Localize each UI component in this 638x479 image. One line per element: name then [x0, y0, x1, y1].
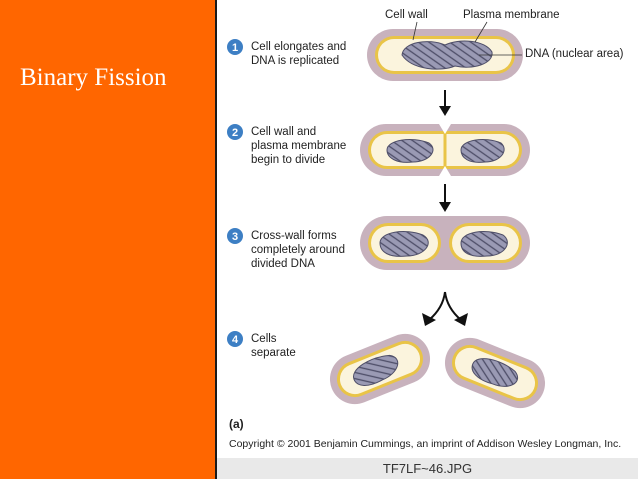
- panel-divider: [215, 0, 217, 479]
- cell-stage-1: [367, 29, 523, 81]
- cell-stage-2: [360, 124, 530, 176]
- arrow-down-2: [439, 184, 451, 212]
- arrow-split: [422, 291, 468, 326]
- step-2-line-1: Cell wall and: [251, 126, 317, 138]
- callout-plasma-membrane: Plasma membrane: [463, 9, 560, 21]
- step-4-line-2: separate: [251, 347, 296, 359]
- step-3-line-1: Cross-wall forms: [251, 230, 337, 242]
- dna-right: [460, 139, 505, 163]
- binary-fission-diagram: 1 2 3 4: [227, 21, 546, 409]
- file-name: TF7LF~46.JPG: [382, 461, 473, 476]
- copyright-notice: Copyright © 2001 Benjamin Cummings, an i…: [229, 438, 622, 450]
- step-2-line-3: begin to divide: [251, 154, 326, 166]
- step-number: 2: [232, 127, 238, 139]
- division-notch-top: [439, 124, 451, 134]
- arrow-down-1: [439, 90, 451, 116]
- step-2-line-2: plasma membrane: [251, 140, 347, 152]
- division-notch-bottom: [439, 166, 451, 176]
- step-badge-1: 1: [227, 39, 243, 55]
- figure-label: (a): [229, 417, 244, 431]
- step-badge-3: 3: [227, 228, 243, 244]
- step-number: 4: [232, 334, 239, 346]
- callout-cell-wall: Cell wall: [385, 9, 428, 21]
- step-number: 1: [232, 42, 238, 54]
- footer-bar: [217, 458, 638, 479]
- cell-wall-leader: [412, 21, 418, 41]
- dna-nuclear-area: [401, 40, 493, 70]
- plasma-membrane-leader: [474, 21, 488, 43]
- figure-image: 1 2 3 4 Cell wall Plasma membrane DNA (n…: [217, 0, 638, 479]
- callout-dna: DNA (nuclear area): [525, 48, 624, 60]
- step-3-line-2: completely around: [251, 244, 345, 256]
- step-badge-4: 4: [227, 331, 243, 347]
- step-4-text: Cells separate: [251, 332, 296, 360]
- step-1-line-1: Cell elongates and: [251, 41, 347, 53]
- cell-stage-3: [360, 216, 530, 270]
- dna-left: [386, 139, 434, 163]
- slide-title: Binary Fission: [20, 64, 167, 91]
- dna: [471, 358, 519, 387]
- step-number: 3: [232, 231, 238, 243]
- step-3-line-3: divided DNA: [251, 258, 315, 270]
- step-badge-2: 2: [227, 124, 243, 140]
- dna-right: [460, 231, 508, 257]
- step-4-line-1: Cells: [251, 333, 277, 345]
- step-1-line-2: DNA is replicated: [251, 55, 340, 67]
- cell-stage-4-left: [329, 333, 431, 405]
- step-2-text: Cell wall and plasma membrane begin to d…: [251, 125, 346, 167]
- step-1-text: Cell elongates and DNA is replicated: [251, 40, 346, 68]
- step-3-text: Cross-wall forms completely around divid…: [251, 229, 345, 271]
- left-panel: Binary Fission: [0, 0, 216, 479]
- cell-stage-4-right: [444, 337, 546, 409]
- dna-left: [379, 231, 429, 257]
- dna: [353, 354, 399, 386]
